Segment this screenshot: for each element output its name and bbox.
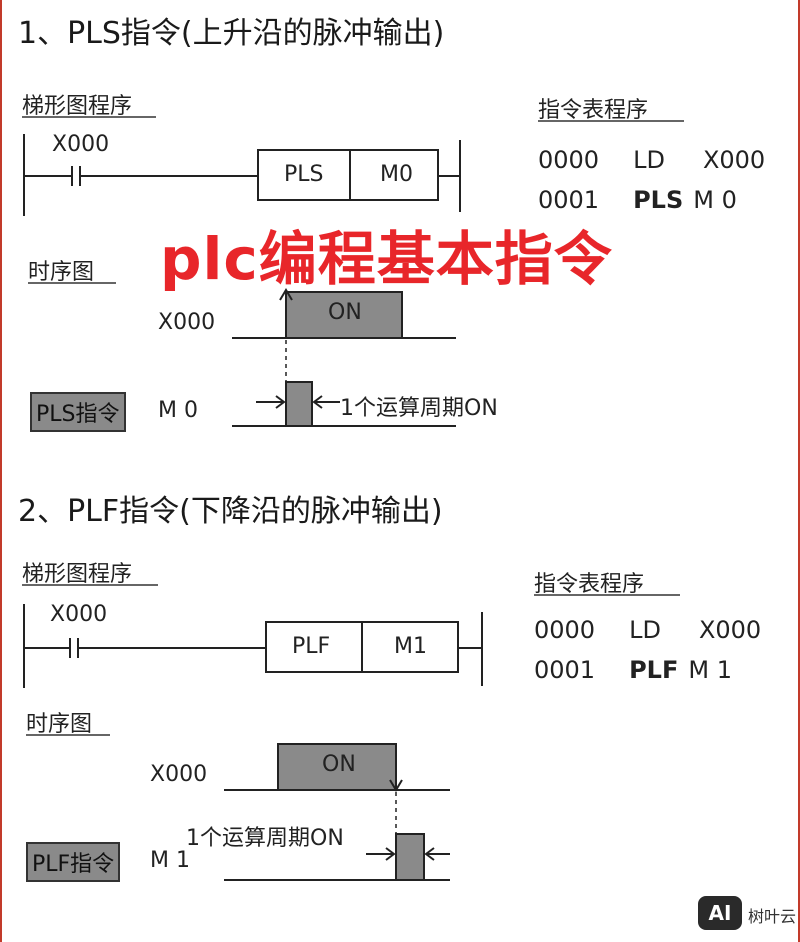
section1-timing-label-underline [28,282,116,284]
list-arg: X000 [698,616,762,644]
section1-list-label-underline [538,120,684,122]
section2-plf-box: PLF指令 [26,842,121,882]
section1-coil-instr: PLS [284,162,324,187]
list-op: PLF [629,656,679,684]
section2-title: 2、PLF指令(下降沿的脉冲输出) [18,494,443,529]
section1-ladder-label-underline [22,116,156,118]
section1-period-label: 1个运算周期ON [340,396,498,421]
list-step: 0001 [538,186,600,214]
section2-list-row-1: 0001 PLF M 1 [534,656,732,684]
section2-coil-instr: PLF [292,634,331,659]
section1-coil-device: M0 [380,162,413,187]
section1-ladder-label: 梯形图程序 [22,94,133,119]
section2-ladder-label-underline [22,584,158,586]
list-op: LD [629,616,661,644]
section1-signal-x000: X000 [158,310,216,335]
watermark-logo-icon: AI [698,896,742,930]
section2-list-row-0: 0000 LD X000 [534,616,761,644]
section1-contact-label: X000 [52,132,110,157]
section2-list-label-underline [534,594,680,596]
section1-list-row-1: 0001 PLS M 0 [538,186,737,214]
banner-title: plc编程基本指令 [160,225,613,293]
section2-timing-label-underline [26,734,110,736]
section1-on-label: ON [328,300,362,325]
section1-signal-m0: M 0 [158,398,198,423]
section2-ladder-label: 梯形图程序 [22,562,133,587]
section2-on-label: ON [322,752,356,777]
section1-pls-box: PLS指令 [30,392,126,432]
section2-list-label: 指令表程序 [534,572,645,597]
section1-title: 1、PLS指令(上升沿的脉冲输出) [18,16,445,51]
section2-contact-label: X000 [50,602,108,627]
list-arg: M 0 [693,186,737,214]
right-border [798,0,800,942]
section1-list-row-0: 0000 LD X000 [538,146,765,174]
left-border [0,0,2,942]
list-step: 0000 [538,146,600,174]
list-arg: M 1 [688,656,732,684]
section2-coil-device: M1 [394,634,427,659]
section2-signal-m1: M 1 [150,848,190,873]
section2-timing-label: 时序图 [26,712,93,737]
list-op: LD [633,146,665,174]
section1-timing-label: 时序图 [28,260,95,285]
list-op: PLS [633,186,684,214]
section2-period-label: 1个运算周期ON [186,826,344,851]
section2-signal-x000: X000 [150,762,208,787]
list-arg: X000 [702,146,766,174]
watermark-text: 树叶云 [748,907,797,926]
list-step: 0001 [534,656,596,684]
section1-list-label: 指令表程序 [538,98,649,123]
list-step: 0000 [534,616,596,644]
